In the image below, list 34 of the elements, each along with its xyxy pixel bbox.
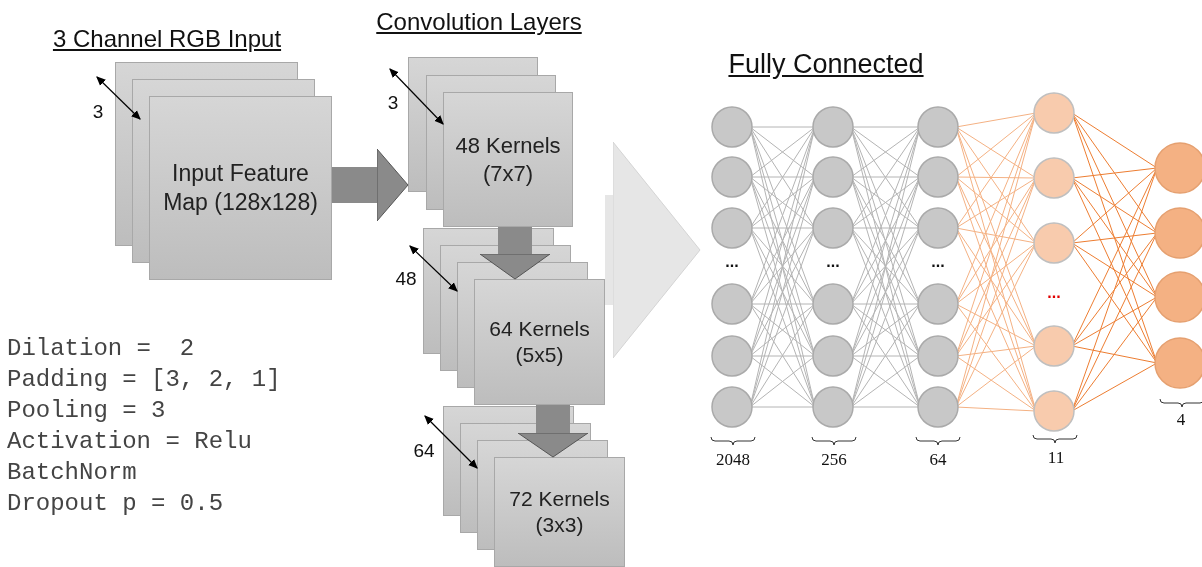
layer-size-label: 11 bbox=[1047, 448, 1065, 469]
dimension-label: 3 bbox=[92, 101, 104, 124]
block-arrow bbox=[605, 141, 701, 359]
section-heading: Convolution Layers bbox=[376, 8, 582, 37]
parameter-text: Dilation = 2 bbox=[7, 335, 195, 364]
section-heading: 3 Channel RGB Input bbox=[52, 25, 282, 54]
ellipsis: ... bbox=[725, 252, 739, 272]
parameter-text: Pooling = 3 bbox=[7, 397, 166, 426]
layer-size-label: 4 bbox=[1176, 410, 1186, 431]
layer-size-label: 256 bbox=[821, 450, 847, 471]
feature-map-stack bbox=[408, 57, 573, 227]
layer-size-label: 64 bbox=[929, 450, 947, 471]
ellipsis: ... bbox=[931, 252, 945, 272]
parameter-text: Activation = Relu bbox=[7, 428, 252, 457]
layer-label: Input Feature Map (128x128) bbox=[162, 159, 319, 217]
block-arrow bbox=[517, 405, 589, 458]
parameter-text: Padding = [3, 2, 1] bbox=[7, 366, 281, 395]
layer-label: 48 Kernels (7x7) bbox=[454, 132, 562, 187]
feature-map-stack bbox=[443, 406, 625, 567]
ellipsis: ... bbox=[826, 252, 840, 272]
section-heading: Fully Connected bbox=[728, 48, 924, 81]
block-arrow bbox=[332, 148, 409, 222]
ellipsis: ... bbox=[1047, 283, 1061, 303]
feature-map-stack bbox=[115, 62, 332, 280]
parameter-text: Dropout p = 0.5 bbox=[7, 490, 224, 519]
layer-size-label: 2048 bbox=[716, 450, 750, 471]
parameter-text: BatchNorm bbox=[7, 459, 137, 488]
feature-map-stack bbox=[423, 228, 605, 405]
dimension-label: 3 bbox=[387, 92, 399, 115]
block-arrow bbox=[479, 227, 551, 280]
layer-label: 64 Kernels (5x5) bbox=[488, 315, 591, 368]
layer-label: 72 Kernels (3x3) bbox=[508, 485, 611, 538]
dimension-label: 64 bbox=[413, 440, 435, 463]
dimension-label: 48 bbox=[395, 268, 417, 291]
